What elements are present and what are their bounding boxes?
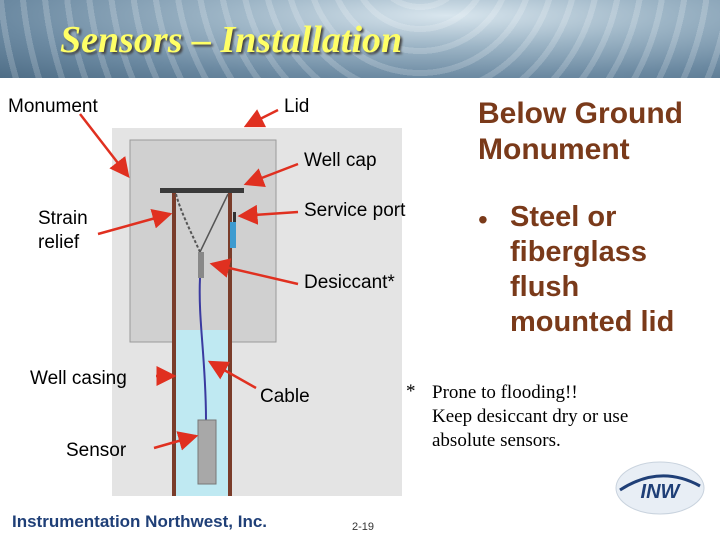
section-heading: Below Ground Monument xyxy=(478,96,683,168)
heading-line1: Below Ground xyxy=(478,97,683,130)
label-strain-relief-line1: Strain xyxy=(38,208,88,229)
strain-relief-arrow xyxy=(97,209,173,236)
label-strain-relief-line2: relief xyxy=(38,232,80,253)
label-monument: Monument xyxy=(8,96,98,117)
page-number: 2-19 xyxy=(352,521,375,533)
bullet-line: mounted lid xyxy=(510,306,675,338)
note-line3: absolute sensors. xyxy=(432,430,561,451)
bullet-line: flush xyxy=(510,271,580,303)
bullet-dot-icon: • xyxy=(478,204,488,235)
label-desiccant: Desiccant* xyxy=(304,272,395,293)
strain-relief-chain xyxy=(175,193,201,253)
label-cable: Cable xyxy=(260,386,310,407)
heading-line2: Monument xyxy=(478,133,630,166)
label-well-casing: Well casing xyxy=(30,368,127,389)
label-lid: Lid xyxy=(284,96,310,117)
header-banner xyxy=(0,0,720,78)
lid-arrow xyxy=(243,108,279,128)
well-casing-left-wall xyxy=(172,192,176,496)
bullet-text: Steel or fiberglass flush mounted lid xyxy=(510,200,710,340)
desiccant-arrow xyxy=(209,258,299,286)
label-service-port: Service port xyxy=(304,200,406,221)
bullet-line: Steel or xyxy=(510,201,617,233)
monument-box xyxy=(129,139,277,343)
sensor-arrow xyxy=(153,431,199,451)
monument-arrow xyxy=(79,113,130,178)
well-cap-arrow xyxy=(243,162,299,188)
well-casing-right-wall xyxy=(228,192,232,496)
note-line2: Keep desiccant dry or use xyxy=(432,406,629,427)
service-port-cap xyxy=(233,212,236,222)
label-sensor: Sensor xyxy=(66,440,127,461)
cable-line xyxy=(198,277,207,421)
logo-text: INW xyxy=(641,481,682,503)
service-port-arrow xyxy=(237,204,299,225)
sensor-body xyxy=(197,419,217,485)
note-line1: Prone to flooding!! xyxy=(432,382,578,403)
lid-bar xyxy=(160,188,244,193)
slide-title: Sensors – Installation xyxy=(60,19,403,61)
inw-logo: INW xyxy=(615,461,705,515)
service-port xyxy=(230,222,236,248)
company-name: Instrumentation Northwest, Inc. xyxy=(12,512,268,531)
support-wire xyxy=(199,193,229,253)
desiccant-canister xyxy=(198,252,204,278)
cable-arrow xyxy=(207,360,257,390)
note-asterisk: * xyxy=(406,381,416,402)
footnote: Prone to flooding!! Keep desiccant dry o… xyxy=(432,381,702,453)
label-well-cap: Well cap xyxy=(304,150,377,171)
bullet-line: fiberglass xyxy=(510,236,647,268)
